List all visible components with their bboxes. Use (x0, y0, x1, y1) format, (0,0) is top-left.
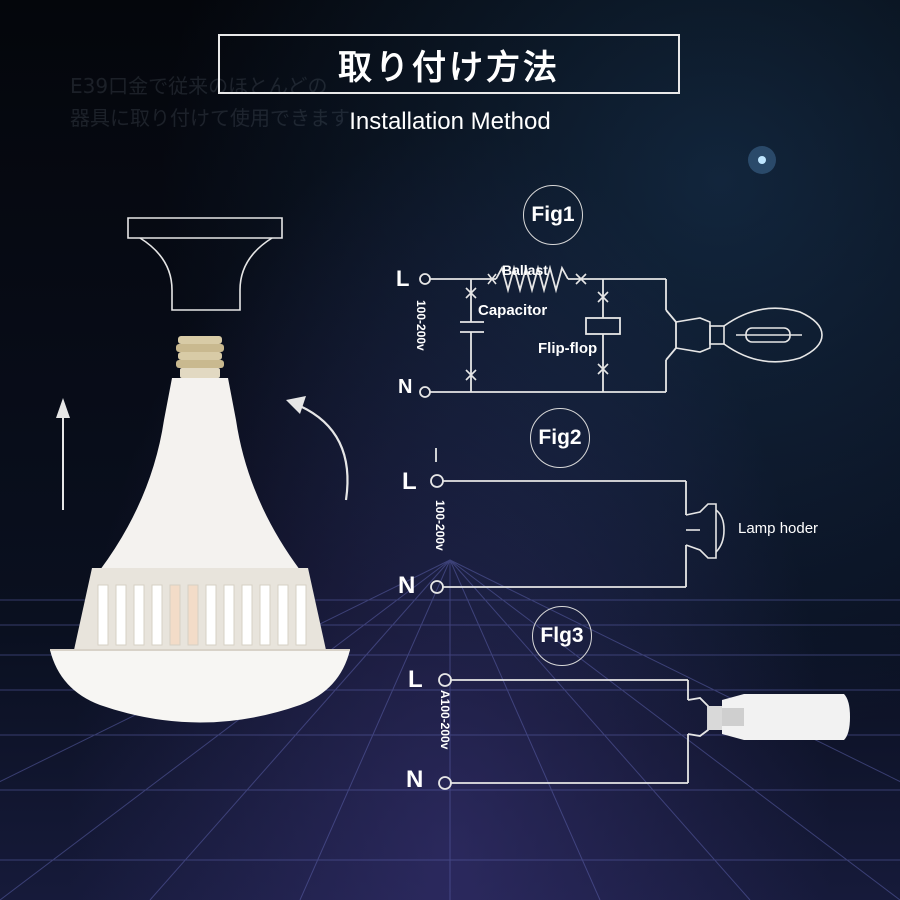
fig1-label: Fig1 (531, 203, 575, 226)
fig1-circuit (419, 264, 677, 398)
fig1-break-marks (465, 273, 609, 381)
ballast-coil (495, 264, 569, 294)
lamp-holder-icon (685, 503, 725, 559)
fig1-badge: Fig1 (523, 185, 583, 245)
fig2-voltage: 100-200v (433, 500, 447, 551)
fig2-circuit (430, 448, 687, 594)
fig3-voltage: A100-200v (438, 690, 452, 750)
background-text-1: E39口金で従来のほとんどの (70, 74, 328, 98)
fig2-line-l: L (402, 468, 417, 495)
socket-fixture-icon (127, 217, 283, 311)
fig2-badge: Fig2 (530, 408, 590, 468)
fig2-label: Fig2 (538, 426, 582, 449)
fig1-voltage: 100-200v (414, 300, 428, 351)
fig1-line-l: L (396, 266, 410, 291)
ballast-label: Ballast (502, 262, 548, 278)
capacitor-label: Capacitor (478, 302, 548, 319)
fig1-line-n: N (398, 376, 413, 398)
fig3-badge: Flg3 (532, 606, 592, 666)
lamp-holder-label: Lamp hoder (738, 520, 819, 537)
background-text-2: 器具に取り付けて使用できます (70, 106, 350, 130)
page-title-jp: 取り付け方法 (338, 47, 560, 88)
fig3-line-n: N (406, 766, 424, 793)
fig3-line-l: L (408, 666, 423, 693)
page-title-en: Installation Method (349, 108, 551, 135)
rotate-arrow-icon (286, 396, 349, 501)
led-bulb-icon (50, 336, 350, 723)
up-arrow-icon (56, 398, 70, 510)
fig3-label: Flg3 (540, 624, 584, 647)
title-box: 取り付け方法 (218, 34, 680, 94)
fig2-line-n: N (398, 572, 416, 599)
corn-bulb-icon (708, 694, 850, 740)
star-icon (758, 156, 766, 164)
flip-flop-label: Flip-flop (538, 340, 598, 357)
fig3-circuit (438, 673, 709, 790)
hid-lamp-icon (675, 307, 823, 363)
